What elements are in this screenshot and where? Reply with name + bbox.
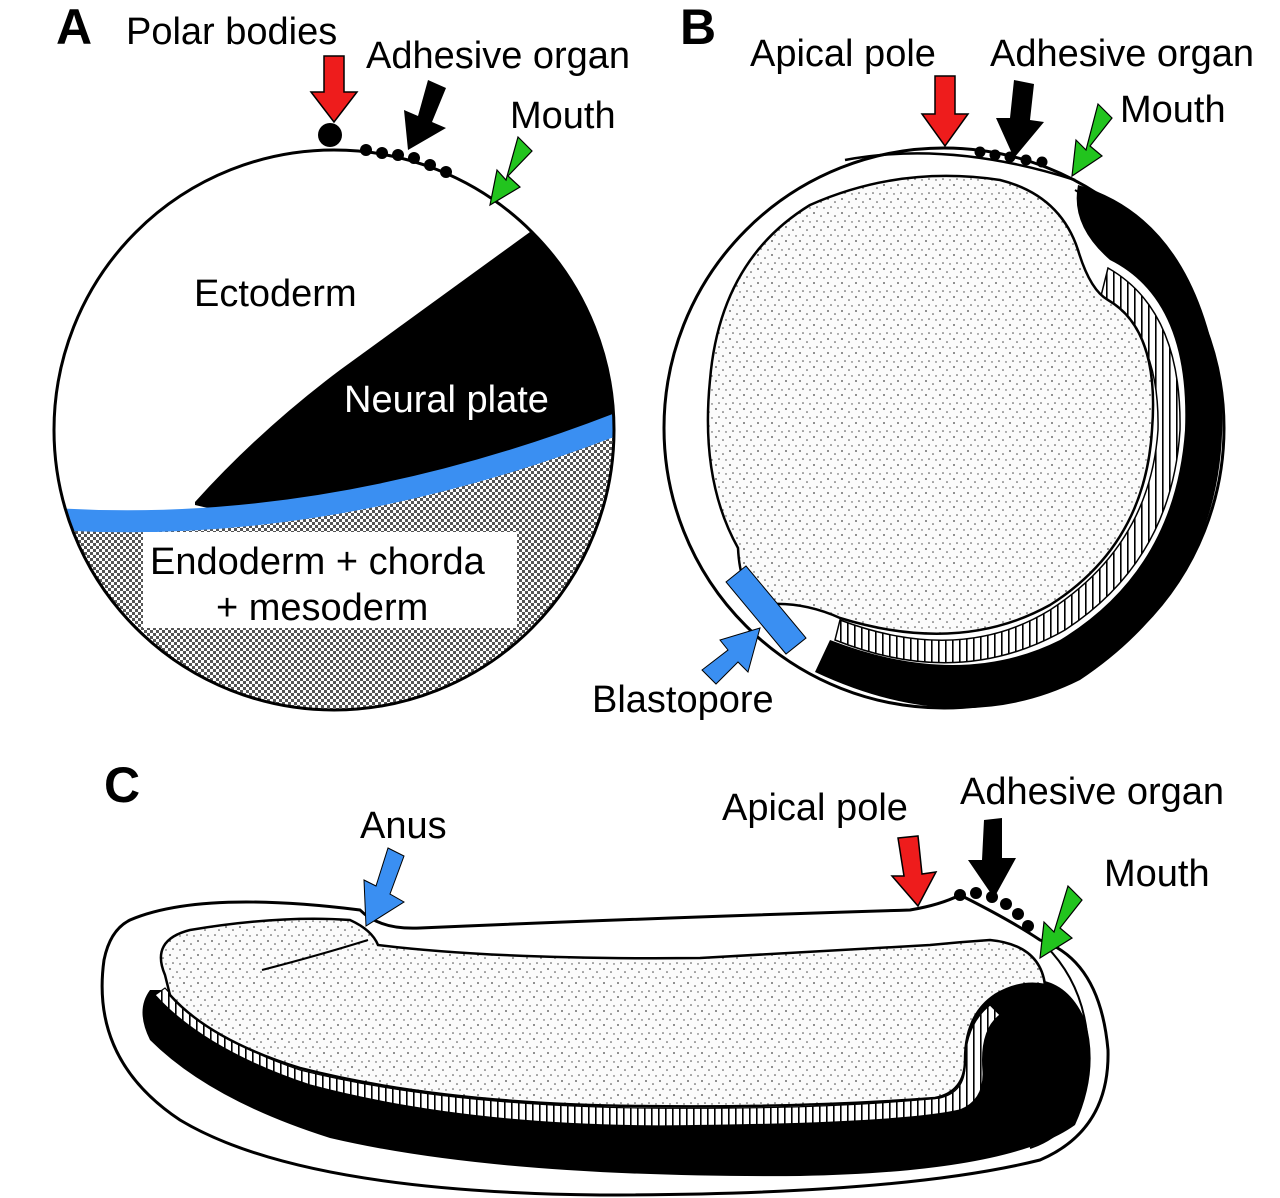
arrow-blue-c	[363, 847, 405, 927]
arrow-red-c	[890, 835, 938, 908]
label-mouth-b: Mouth	[1120, 89, 1226, 131]
panel-a: A Polar bodies Adhesive organ Mouth Ecto…	[52, 0, 630, 712]
neural-plate-region	[195, 232, 614, 513]
panel-c: C Anus Apical pole Adhesive organ Mouth	[100, 757, 1224, 1197]
arrow-green-b	[1071, 102, 1113, 178]
yolk-b	[706, 174, 1155, 635]
arrow-black-c	[968, 818, 1016, 898]
panel-c-letter: C	[104, 757, 140, 813]
blastopore-boundary	[54, 404, 614, 533]
label-adhesive-organ-a: Adhesive organ	[366, 35, 630, 77]
arrow-green-a	[489, 135, 533, 207]
neural-band-c	[142, 980, 1091, 1177]
panel-a-letter: A	[56, 0, 92, 55]
label-anus: Anus	[360, 805, 447, 847]
polar-body	[318, 123, 342, 147]
arrow-blue-b	[701, 627, 761, 685]
arrow-green-c	[1039, 884, 1083, 960]
endoderm-band-b	[834, 266, 1181, 664]
panel-b: B Apical pole Adhesive organ Mouth Blast…	[592, 0, 1254, 721]
anus-groove	[261, 939, 369, 971]
label-apical-pole-b: Apical pole	[750, 33, 936, 75]
label-endoderm-2: + mesoderm	[216, 587, 428, 629]
label-endoderm-1: Endoderm + chorda	[150, 541, 486, 583]
adhesive-dots-a	[360, 144, 452, 178]
neural-crescent-b	[815, 185, 1223, 709]
label-adhesive-organ-c: Adhesive organ	[960, 771, 1224, 813]
top-membrane-b	[844, 152, 1076, 182]
panel-b-letter: B	[680, 0, 716, 55]
endoderm-band-c	[154, 987, 1001, 1127]
label-ectoderm: Ectoderm	[194, 273, 357, 315]
label-adhesive-organ-b: Adhesive organ	[990, 33, 1254, 75]
label-polar-bodies-a: Polar bodies	[126, 11, 337, 53]
arrow-black-b	[996, 80, 1044, 158]
label-mouth-a: Mouth	[510, 95, 616, 137]
label-neural-plate: Neural plate	[344, 379, 549, 421]
adhesive-dots-c	[954, 887, 1034, 932]
label-mouth-c: Mouth	[1104, 853, 1210, 895]
arrow-red-b	[920, 75, 970, 148]
label-blastopore: Blastopore	[592, 679, 774, 721]
blastopore-bar	[725, 565, 807, 655]
egg-outline-a	[52, 148, 616, 712]
label-apical-pole-c: Apical pole	[722, 787, 908, 829]
yolk-c	[159, 917, 1047, 1108]
endoderm-label-box	[143, 532, 517, 628]
arrow-black-a	[404, 80, 446, 150]
arrow-red-a	[309, 55, 359, 124]
